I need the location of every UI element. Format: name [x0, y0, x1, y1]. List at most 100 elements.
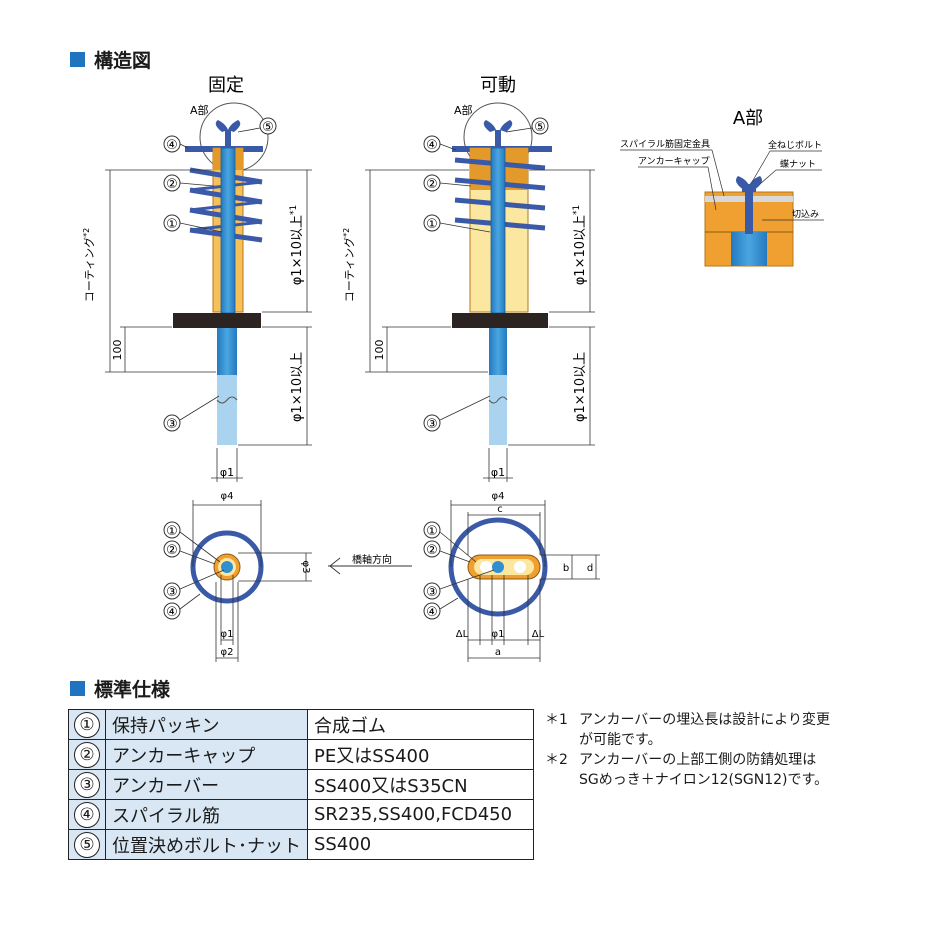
coating-label: コーティング*2 [82, 228, 96, 302]
movable-plan-callouts: ① ② ③ ④ [423, 521, 495, 620]
bridge-axis-indicator: 橋軸方向 [328, 553, 412, 575]
table-row: ① 保持パッキン 合成ゴム [68, 709, 534, 740]
base-plate [452, 313, 548, 328]
part-material: SS400 [307, 829, 534, 860]
table-row: ② アンカーキャップ PE又はSS400 [68, 739, 534, 770]
label-wing-nut: 蝶ナット [780, 158, 816, 170]
svg-text:⑤: ⑤ [262, 120, 274, 135]
svg-text:①: ① [166, 217, 178, 232]
svg-text:④: ④ [426, 138, 438, 153]
anchor-bar-lower [217, 328, 237, 375]
wing-nut-icon [215, 120, 241, 132]
structure-section-title: 構造図 [70, 46, 151, 73]
fixed-elevation: 固定 A部 [82, 75, 312, 482]
table-row: ③ アンカーバー SS400又はS35CN [68, 769, 534, 800]
dim-embed-upper: φ1×10以上*1 [572, 205, 588, 286]
slot-hole [480, 561, 492, 573]
anchor-bar-lower [489, 328, 507, 375]
svg-text:④: ④ [166, 605, 178, 620]
part-number: ⑤ [74, 831, 100, 858]
dim-embed-upper: φ1×10以上*1 [289, 205, 305, 286]
part-name: 位置決めボルト･ナット [105, 829, 308, 860]
dim-phi3: φ3 [300, 561, 311, 574]
coating-label: コーティング*2 [342, 228, 356, 302]
part-name: アンカーバー [105, 769, 308, 800]
anchor-bar-upper [490, 147, 506, 314]
break-line [488, 396, 508, 404]
movable-callouts: ④ ② ① ③ ⑤ [423, 117, 549, 432]
label-anchor-cap: アンカーキャップ [638, 156, 710, 167]
note-1: ＊1 アンカーバーの埋込長は設計により変更 が可能です。 [545, 712, 831, 748]
svg-text:①: ① [166, 524, 178, 539]
label-spiral-fix: スパイラル筋固定金具 [620, 138, 710, 150]
part-material: 合成ゴム [307, 709, 534, 740]
svg-text:③: ③ [166, 585, 178, 600]
svg-text:④: ④ [426, 605, 438, 620]
movable-dimension-lines [365, 169, 595, 482]
movable-title: 可動 [480, 75, 516, 96]
svg-text:③: ③ [426, 417, 438, 432]
svg-text:②: ② [166, 177, 178, 192]
arrow-left-icon [329, 557, 341, 575]
svg-text:①: ① [426, 217, 438, 232]
part-number: ② [74, 741, 100, 768]
part-name: 保持パッキン [105, 709, 308, 740]
anchor-bar-upper [220, 147, 236, 314]
fixed-dimension-lines [105, 169, 312, 482]
fixed-plan: φ4 φ3 φ1 φ2 ① ② ③ ④ [163, 491, 312, 662]
dim-phi1: φ1 [492, 629, 505, 640]
note-2: ＊2 アンカーバーの上部工側の防錆処理は SGめっき＋ナイロン12(SGN12)… [545, 752, 829, 788]
dim-embed-lower: φ1×10以上 [290, 352, 305, 422]
structure-diagram: 固定 A部 [82, 75, 824, 662]
svg-text:③: ③ [426, 585, 438, 600]
dim-phi2: φ2 [221, 647, 234, 658]
part-name: アンカーキャップ [105, 739, 308, 770]
dim-c: c [497, 504, 503, 515]
svg-text:②: ② [166, 543, 178, 558]
bolt [495, 130, 501, 148]
break-line [216, 396, 238, 404]
part-number: ④ [74, 801, 100, 828]
dim-phi1: φ1 [221, 629, 234, 640]
slot-hole [514, 561, 526, 573]
svg-text:②: ② [426, 177, 438, 192]
bridge-axis-label: 橋軸方向 [352, 553, 392, 566]
part-number: ① [74, 711, 100, 738]
section-marker-icon [70, 52, 85, 67]
dim-phi1: φ1 [491, 466, 505, 479]
anchor-bar-break [217, 375, 237, 445]
bar-section [221, 561, 233, 573]
dim-100: 100 [111, 340, 124, 361]
dim-delta-l-left: ΔL [456, 629, 469, 640]
section-marker-icon [70, 681, 85, 696]
detail-bar [731, 232, 767, 266]
label-notch: 切込み [792, 209, 819, 220]
dim-phi4: φ4 [492, 491, 505, 502]
detail-bolt [745, 190, 753, 234]
part-name: スパイラル筋 [105, 799, 308, 830]
svg-text:③: ③ [166, 417, 178, 432]
movable-elevation: 可動 A部 コーティング*2 100 φ [342, 75, 595, 482]
dim-b: b [563, 563, 569, 574]
a-label: A部 [454, 103, 473, 117]
svg-text:⑤: ⑤ [534, 120, 546, 135]
spec-table: ① 保持パッキン 合成ゴム ② アンカーキャップ PE又はSS400 ③ アンカ… [68, 709, 534, 860]
notes: ＊1 アンカーバーの埋込長は設計により変更 が可能です。 ＊2 アンカーバーの上… [545, 710, 830, 790]
detail-leaders [620, 149, 824, 221]
anchor-bar-break [489, 375, 507, 445]
detail-a: A部 スパイラル筋固定金具 アンカーキャップ 全ねじボルト 蝶ナット 切込み [620, 108, 824, 267]
part-number: ③ [74, 771, 100, 798]
movable-plan-dims [450, 500, 600, 662]
base-plate [173, 313, 261, 328]
table-row: ④ スパイラル筋 SR235,SS400,FCD450 [68, 799, 534, 830]
movable-plan: φ4 c b d φ1 ΔL ΔL a ① ② ③ ④ [423, 491, 600, 662]
fixed-callouts: ④ ② ① ③ ⑤ [163, 117, 277, 432]
detail-title: A部 [733, 108, 763, 129]
svg-text:②: ② [426, 543, 438, 558]
fixed-plan-callouts: ① ② ③ ④ [163, 521, 225, 620]
detail-nut [742, 184, 756, 192]
label-full-bolt: 全ねじボルト [768, 139, 822, 151]
dim-delta-l-right: ΔL [532, 629, 545, 640]
dim-embed-lower: φ1×10以上 [573, 352, 588, 422]
svg-text:④: ④ [166, 138, 178, 153]
